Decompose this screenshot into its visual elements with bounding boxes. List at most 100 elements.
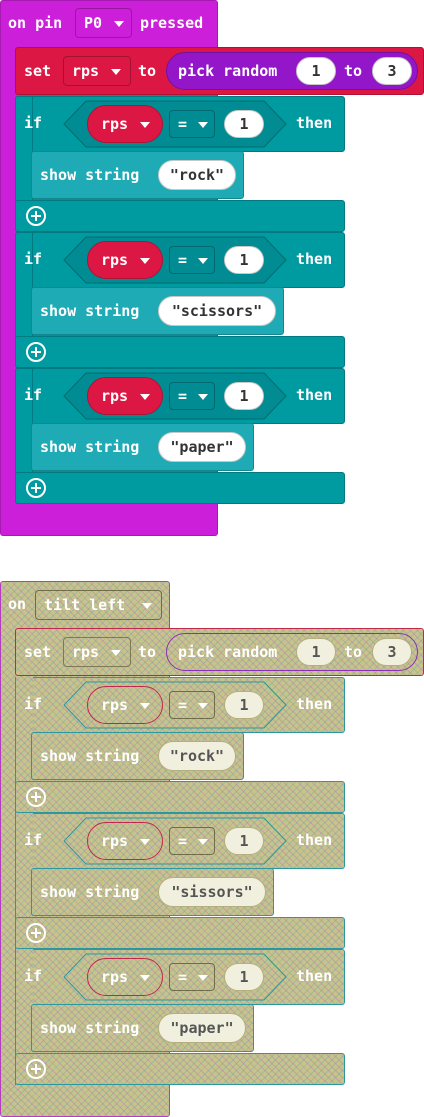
string-value: "rock": [169, 166, 225, 184]
operator-dropdown[interactable]: =: [169, 963, 215, 991]
then-label: then: [296, 386, 333, 404]
to-label: to: [138, 62, 157, 80]
if-block-bottom[interactable]: [15, 917, 345, 949]
operator-dropdown[interactable]: =: [169, 110, 215, 138]
add-plus-icon[interactable]: [26, 478, 46, 498]
dropdown-caret-icon: [114, 21, 124, 27]
variable-reporter[interactable]: rps: [87, 377, 163, 415]
pin-value: P0: [84, 14, 103, 32]
operator-dropdown[interactable]: =: [169, 382, 215, 410]
string-input[interactable]: "rock": [158, 160, 236, 190]
dropdown-caret-icon: [140, 703, 150, 709]
variable-name: rps: [101, 832, 129, 850]
random-min-value: 1: [311, 62, 321, 80]
string-value: "rock": [169, 747, 225, 765]
to-label-2: to: [344, 62, 363, 80]
to-label: to: [138, 643, 157, 661]
pin-dropdown[interactable]: P0: [75, 8, 132, 38]
variable-reporter[interactable]: rps: [87, 822, 163, 860]
variable-dropdown[interactable]: rps: [63, 56, 131, 86]
compare-value-input[interactable]: 1: [224, 691, 264, 719]
show-string-block[interactable]: [31, 868, 274, 916]
string-input[interactable]: "paper": [158, 1013, 246, 1043]
random-min-input[interactable]: 1: [296, 57, 336, 85]
if-label: if: [24, 250, 43, 268]
compare-value-input[interactable]: 1: [224, 827, 264, 855]
if-block-top[interactable]: [15, 949, 345, 1005]
pick-random-label: pick random: [178, 643, 278, 661]
show-string-label: show string: [40, 166, 140, 184]
if-block-rail: [15, 813, 33, 949]
operator-value: =: [178, 968, 188, 986]
string-input[interactable]: "paper": [158, 432, 246, 462]
if-block-bottom[interactable]: [15, 472, 345, 504]
then-label: then: [296, 695, 333, 713]
if-label: if: [24, 386, 43, 404]
string-input[interactable]: "scissors": [158, 296, 276, 326]
random-max-input[interactable]: 3: [372, 57, 412, 85]
dropdown-caret-icon: [198, 703, 208, 709]
gesture-value: tilt left: [44, 596, 126, 614]
if-block-rail: [15, 677, 33, 813]
operator-value: =: [178, 115, 188, 133]
then-label: then: [296, 967, 333, 985]
compare-value: 1: [239, 832, 249, 850]
if-block-bottom[interactable]: [15, 200, 345, 232]
pick-random-label: pick random: [178, 62, 278, 80]
variable-reporter[interactable]: rps: [87, 241, 163, 279]
variable-name: rps: [101, 115, 129, 133]
comparison-hexagon[interactable]: [62, 681, 288, 729]
compare-value-input[interactable]: 1: [224, 963, 264, 991]
random-min-input[interactable]: 1: [296, 638, 336, 666]
string-value: "scissors": [171, 302, 263, 320]
variable-reporter[interactable]: rps: [87, 105, 163, 143]
compare-value: 1: [239, 696, 249, 714]
variable-reporter[interactable]: rps: [87, 958, 163, 996]
then-label: then: [296, 831, 333, 849]
show-string-label: show string: [40, 1019, 140, 1037]
gesture-dropdown[interactable]: tilt left: [35, 590, 162, 620]
if-label: if: [24, 967, 43, 985]
add-plus-icon[interactable]: [26, 1059, 46, 1079]
add-plus-icon[interactable]: [26, 206, 46, 226]
if-block-bottom[interactable]: [15, 781, 345, 813]
compare-value-input[interactable]: 1: [224, 382, 264, 410]
string-value: "paper": [170, 438, 234, 456]
random-max-input[interactable]: 3: [372, 638, 412, 666]
if-block-bottom[interactable]: [15, 336, 345, 368]
operator-value: =: [178, 832, 188, 850]
add-plus-icon[interactable]: [26, 923, 46, 943]
if-block-bottom[interactable]: [15, 1053, 345, 1085]
operator-dropdown[interactable]: =: [169, 827, 215, 855]
dropdown-caret-icon: [198, 394, 208, 400]
compare-value-input[interactable]: 1: [224, 110, 264, 138]
comparison-hexagon[interactable]: [62, 817, 288, 865]
operator-dropdown[interactable]: =: [169, 246, 215, 274]
if-block-top[interactable]: [15, 813, 345, 869]
event-label-on-pin: on pin: [8, 14, 63, 32]
dropdown-caret-icon: [140, 975, 150, 981]
show-string-label: show string: [40, 302, 140, 320]
if-label: if: [24, 114, 43, 132]
string-input[interactable]: "rock": [158, 741, 236, 771]
string-value: "paper": [170, 1019, 234, 1037]
add-plus-icon[interactable]: [26, 342, 46, 362]
string-input[interactable]: "sissors": [158, 877, 266, 907]
add-plus-icon[interactable]: [26, 787, 46, 807]
string-value: "sissors": [171, 883, 253, 901]
variable-dropdown[interactable]: rps: [63, 637, 131, 667]
operator-value: =: [178, 387, 188, 405]
variable-name: rps: [101, 696, 129, 714]
if-label: if: [24, 831, 43, 849]
variable-name: rps: [72, 643, 100, 661]
dropdown-caret-icon: [198, 975, 208, 981]
dropdown-caret-icon: [140, 258, 150, 264]
compare-value-input[interactable]: 1: [224, 246, 264, 274]
dropdown-caret-icon: [111, 650, 121, 656]
operator-dropdown[interactable]: =: [169, 691, 215, 719]
variable-reporter[interactable]: rps: [87, 686, 163, 724]
variable-name: rps: [101, 251, 129, 269]
dropdown-caret-icon: [198, 839, 208, 845]
if-block-top[interactable]: [15, 677, 345, 733]
comparison-hexagon[interactable]: [62, 953, 288, 1001]
